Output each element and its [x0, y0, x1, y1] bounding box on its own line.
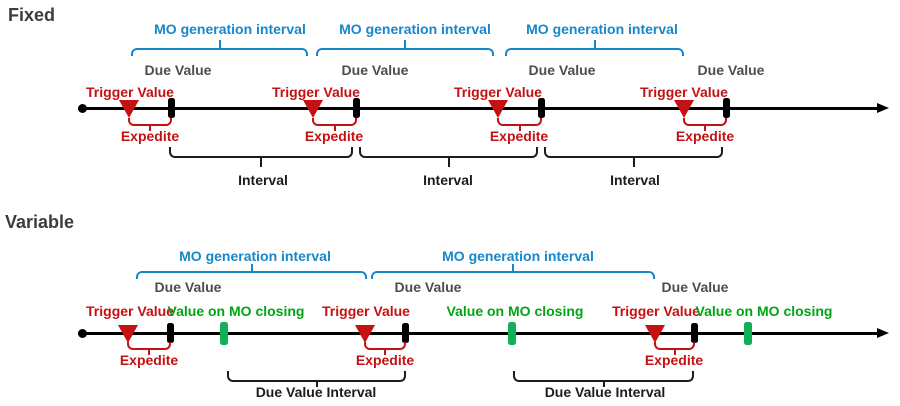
due-value-tick: [167, 98, 175, 118]
trigger-value-label: Trigger Value: [322, 303, 410, 319]
timeline-arrowhead-icon: [877, 328, 889, 338]
trigger-triangle: [674, 100, 694, 118]
due-value-tick: [401, 323, 409, 343]
expedite-bracket-stem: [384, 350, 386, 355]
due-value-label: Due Value: [394, 279, 462, 295]
expedite-label: Expedite: [119, 352, 179, 368]
interval-bracket: [227, 371, 406, 382]
interval-bracket: [359, 147, 538, 158]
due-value-tick: [722, 98, 730, 118]
expedite-bracket: [127, 342, 171, 350]
expedite-label: Expedite: [675, 128, 735, 144]
mo-generation-brace: [136, 271, 367, 279]
timeline-axis: [78, 107, 878, 110]
mo-generation-brace: [371, 271, 655, 279]
value-on-mo-closing-label: Value on MO closing: [446, 303, 584, 319]
interval-bracket-stem: [260, 158, 262, 167]
interval-bracket-stem: [447, 158, 450, 167]
trigger-triangle: [488, 100, 508, 118]
trigger-value-label: Trigger Value: [640, 84, 728, 100]
trigger-value-label: Trigger Value: [454, 84, 542, 100]
mo-closing-tick: [744, 322, 752, 345]
timeline-arrowhead-icon: [877, 103, 889, 113]
trigger-value-label: Trigger Value: [272, 84, 360, 100]
mo-generation-brace-stem: [218, 40, 221, 48]
interval-label: Interval: [238, 172, 288, 188]
timeline-start-dot: [78, 104, 87, 113]
expedite-bracket-stem: [149, 126, 151, 131]
interval-bracket-stem: [315, 382, 318, 387]
interval-label: Due Value Interval: [255, 384, 377, 400]
mo-generation-brace-stem: [512, 264, 514, 271]
interval-label: Interval: [423, 172, 473, 188]
due-value-label: Due Value: [154, 279, 222, 295]
due-value-tick: [690, 323, 698, 343]
expedite-label: Expedite: [355, 352, 415, 368]
due-value-tick: [537, 98, 545, 118]
interval-bracket: [169, 147, 353, 158]
due-value-label: Due Value: [341, 62, 409, 78]
due-value-tick: [352, 98, 360, 118]
mo-generation-brace: [505, 48, 684, 56]
interval-bracket-stem: [602, 382, 605, 387]
trigger-value-label: Trigger Value: [612, 303, 700, 319]
due-value-tick: [166, 323, 174, 343]
interval-bracket-stem: [632, 158, 635, 167]
value-on-mo-closing-label: Value on MO closing: [167, 303, 305, 319]
expedite-bracket-stem: [704, 126, 706, 131]
trigger-triangle: [355, 325, 375, 343]
expedite-bracket: [128, 118, 172, 126]
mo-generation-interval-label: MO generation interval: [179, 248, 331, 264]
expedite-bracket-stem: [518, 126, 521, 131]
expedite-label: Expedite: [644, 352, 704, 368]
expedite-bracket: [683, 118, 727, 126]
trigger-triangle: [118, 325, 138, 343]
trigger-value-label: Trigger Value: [86, 303, 174, 319]
mo-generation-interval-label: MO generation interval: [154, 21, 306, 37]
mo-generation-brace-stem: [404, 40, 406, 48]
due-value-label: Due Value: [144, 62, 212, 78]
expedite-bracket: [497, 118, 542, 126]
expedite-bracket: [364, 342, 406, 350]
expedite-bracket-stem: [333, 126, 336, 131]
timeline-start-dot: [78, 329, 87, 338]
mo-generation-interval-label: MO generation interval: [442, 248, 594, 264]
mo-generation-brace-stem: [593, 40, 596, 48]
interval-bracket: [513, 371, 694, 382]
mo-generation-brace-stem: [250, 264, 253, 271]
interval-bracket: [544, 147, 723, 158]
due-value-label: Due Value: [697, 62, 765, 78]
expedite-bracket: [312, 118, 357, 126]
interval-label: Due Value Interval: [544, 384, 666, 400]
due-value-label: Due Value: [661, 279, 729, 295]
section-title: Fixed: [8, 5, 56, 25]
mo-closing-tick: [220, 322, 228, 345]
expedite-label: Expedite: [304, 128, 364, 144]
due-value-label: Due Value: [528, 62, 596, 78]
mo-generation-interval-label: MO generation interval: [526, 21, 678, 37]
expedite-bracket-stem: [673, 350, 676, 355]
mo-closing-tick: [508, 322, 516, 345]
mo-generation-interval-label: MO generation interval: [339, 21, 491, 37]
interval-label: Interval: [610, 172, 660, 188]
trigger-value-label: Trigger Value: [86, 84, 174, 100]
trigger-triangle: [119, 100, 139, 118]
timeline-axis: [78, 332, 878, 335]
trigger-triangle: [303, 100, 323, 118]
expedite-bracket: [654, 342, 695, 350]
mo-generation-brace: [131, 48, 308, 56]
mo-generation-brace: [316, 48, 494, 56]
expedite-bracket-stem: [148, 350, 150, 355]
trigger-triangle: [645, 325, 665, 343]
expedite-label: Expedite: [489, 128, 549, 144]
expedite-label: Expedite: [120, 128, 180, 144]
value-on-mo-closing-label: Value on MO closing: [695, 303, 833, 319]
section-title: Variable: [5, 212, 75, 232]
